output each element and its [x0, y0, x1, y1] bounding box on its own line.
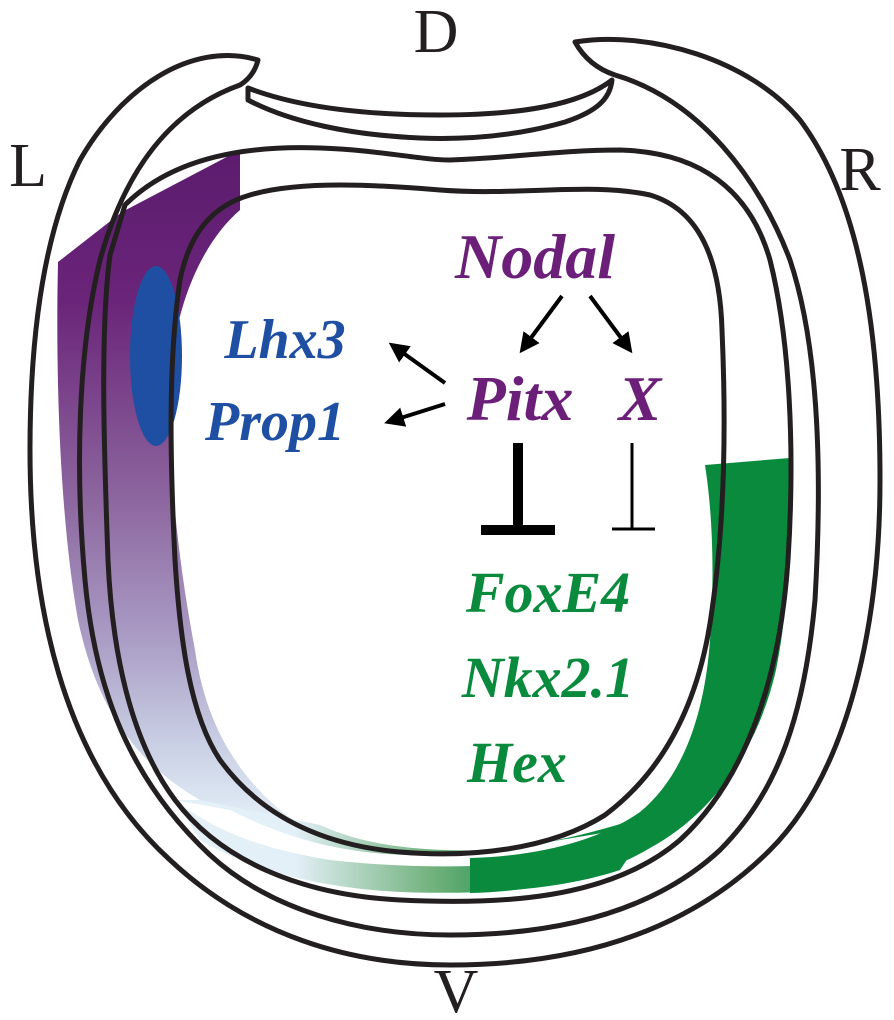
left-purple-domain — [57, 150, 300, 825]
left-label: L — [9, 132, 47, 200]
ventral-label: V — [434, 958, 479, 1020]
dorsal-label: D — [414, 0, 459, 66]
x-inhibition-bar — [612, 443, 655, 531]
right-green-domain — [470, 458, 791, 893]
expression-domains — [57, 150, 791, 893]
endoderm-inner-outline — [168, 182, 727, 857]
axis-labels: D V L R — [9, 0, 881, 1020]
gene-prop1: Prop1 — [204, 391, 345, 453]
regulatory-arrows — [384, 294, 655, 535]
gene-foxe4: FoxE4 — [465, 560, 630, 625]
gene-x: X — [617, 363, 663, 434]
gene-nodal: Nodal — [454, 221, 615, 292]
outer-ectoderm-outline — [27, 36, 883, 968]
gene-nkx21: Nkx2.1 — [461, 645, 634, 710]
mesoderm-outer-outline — [101, 145, 794, 904]
pitx-inhibition-bar — [481, 443, 555, 535]
gene-pitx: Pitx — [466, 363, 574, 434]
right-label: R — [839, 136, 881, 204]
pitx-to-prop1-arrow — [384, 402, 446, 427]
neural-plate-outline — [245, 77, 615, 141]
nodal-to-x-arrow — [588, 294, 633, 354]
pitx-to-lhx3-arrow — [388, 342, 447, 385]
gene-lhx3: Lhx3 — [223, 309, 345, 371]
gene-hex: Hex — [466, 730, 567, 795]
nodal-to-pitx-arrow — [519, 294, 564, 354]
tissue-outlines — [27, 36, 883, 968]
gene-labels: Nodal Pitx X Lhx3 Prop1 FoxE4 Nkx2.1 Hex — [204, 221, 663, 795]
